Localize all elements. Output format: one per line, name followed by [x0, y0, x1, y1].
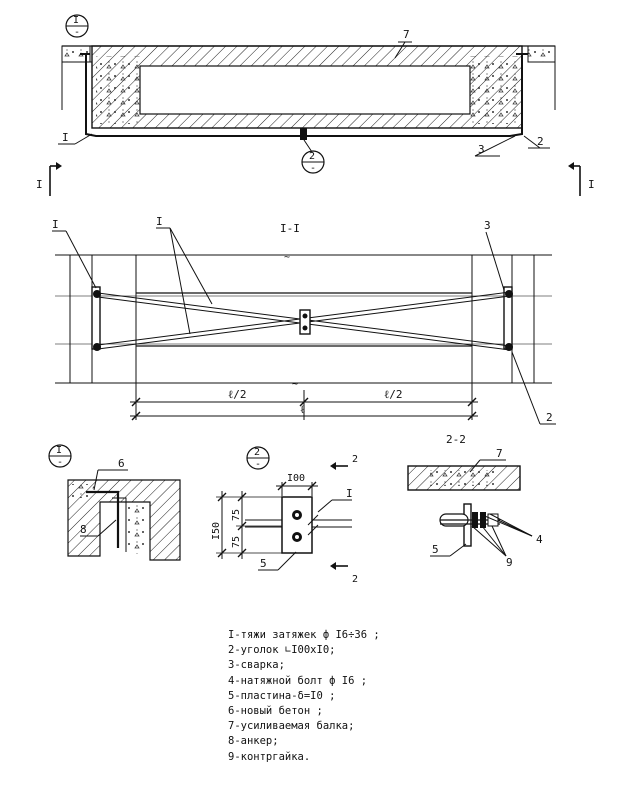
svg-text:2: 2 [309, 151, 315, 162]
svg-text:-: - [255, 459, 261, 470]
detail-2: 2 - I00 I50 75 75 [211, 446, 358, 585]
label-2-plan: 2 [546, 411, 553, 424]
svg-text:I: I [588, 178, 595, 191]
callout-2-top: 2 - [301, 139, 325, 174]
detail2-dim-150: I50 [211, 522, 222, 540]
label-3-plan: 3 [484, 219, 491, 232]
legend-item-5: 5-пластина-δ=I0 ; [228, 689, 336, 702]
legend-item-4: 4-натяжной болт ф I6 ; [228, 674, 368, 687]
legend-item-9: 9-контргайка. [228, 750, 311, 763]
legend: I-тяжи затяжек ф I6÷36 ; 2-уголок ∟I00xI… [228, 628, 528, 765]
svg-text:I: I [73, 15, 79, 26]
svg-text:2: 2 [352, 454, 358, 465]
detail2-label-5: 5 [260, 557, 267, 570]
dim-half-left: ℓ/2 [228, 388, 247, 401]
section-2-2: 2-2 7 4 9 5 [407, 433, 543, 569]
label-3-top: 3 [478, 143, 485, 156]
detail2-dim-100: I00 [287, 473, 305, 484]
dimension-lines: ℓ/2 ℓ/2 ℓ [130, 383, 478, 421]
detail1-label-8: 8 [80, 523, 87, 536]
legend-item-1: I-тяжи затяжек ф I6÷36 ; [228, 629, 380, 641]
top-elevation: 7 I - 2 - I 3 2 I [36, 14, 595, 196]
plate-5 [281, 496, 313, 554]
label-1-plan-left: I [52, 218, 59, 231]
legend-item-7: 7-усиливаемая балка; [228, 720, 355, 733]
section22-title: 2-2 [446, 433, 466, 446]
section-title-1-1: I-I [280, 222, 300, 235]
section22-label-4: 4 [536, 533, 543, 546]
detail-1: I - 6 8 [48, 444, 181, 561]
section-1-1-plan: I-I ~ ~ [52, 215, 556, 425]
legend-item-8: 8-анкер; [228, 735, 279, 748]
label-1-plan-ties: I [156, 215, 163, 228]
svg-text:-: - [57, 457, 63, 468]
legend-item-6: 6-новый бетон ; [228, 705, 323, 718]
dim-half-right: ℓ/2 [384, 388, 403, 401]
section22-label-5: 5 [432, 543, 439, 556]
svg-text:2: 2 [254, 447, 260, 458]
section22-label-9: 9 [506, 556, 513, 569]
svg-text:2: 2 [352, 574, 358, 585]
cut-mark-2: 2 2 [330, 454, 358, 585]
svg-text:~: ~ [284, 252, 290, 263]
label-7-top: 7 [403, 28, 410, 41]
label-1-top: I [62, 131, 69, 144]
detail2-dim-75b: 75 [231, 536, 242, 548]
dim-full: ℓ [300, 403, 305, 416]
detail2-label-1: I [346, 487, 353, 500]
section-marker-right: I [568, 162, 595, 196]
detail2-dim-75a: 75 [231, 509, 242, 521]
section-marker-left: I [36, 162, 62, 196]
svg-text:-: - [310, 163, 316, 174]
svg-text:~: ~ [292, 379, 298, 390]
detail1-label-6: 6 [118, 457, 125, 470]
section22-label-7: 7 [496, 447, 503, 460]
label-2-top: 2 [537, 135, 544, 148]
svg-text:-: - [74, 27, 80, 38]
legend-item-2: 2-уголок ∟I00xI0; [228, 644, 336, 657]
svg-text:I: I [56, 445, 62, 456]
svg-text:I: I [36, 178, 43, 191]
legend-item-3: 3-сварка; [228, 659, 285, 672]
callout-1-top: I - [65, 14, 89, 38]
